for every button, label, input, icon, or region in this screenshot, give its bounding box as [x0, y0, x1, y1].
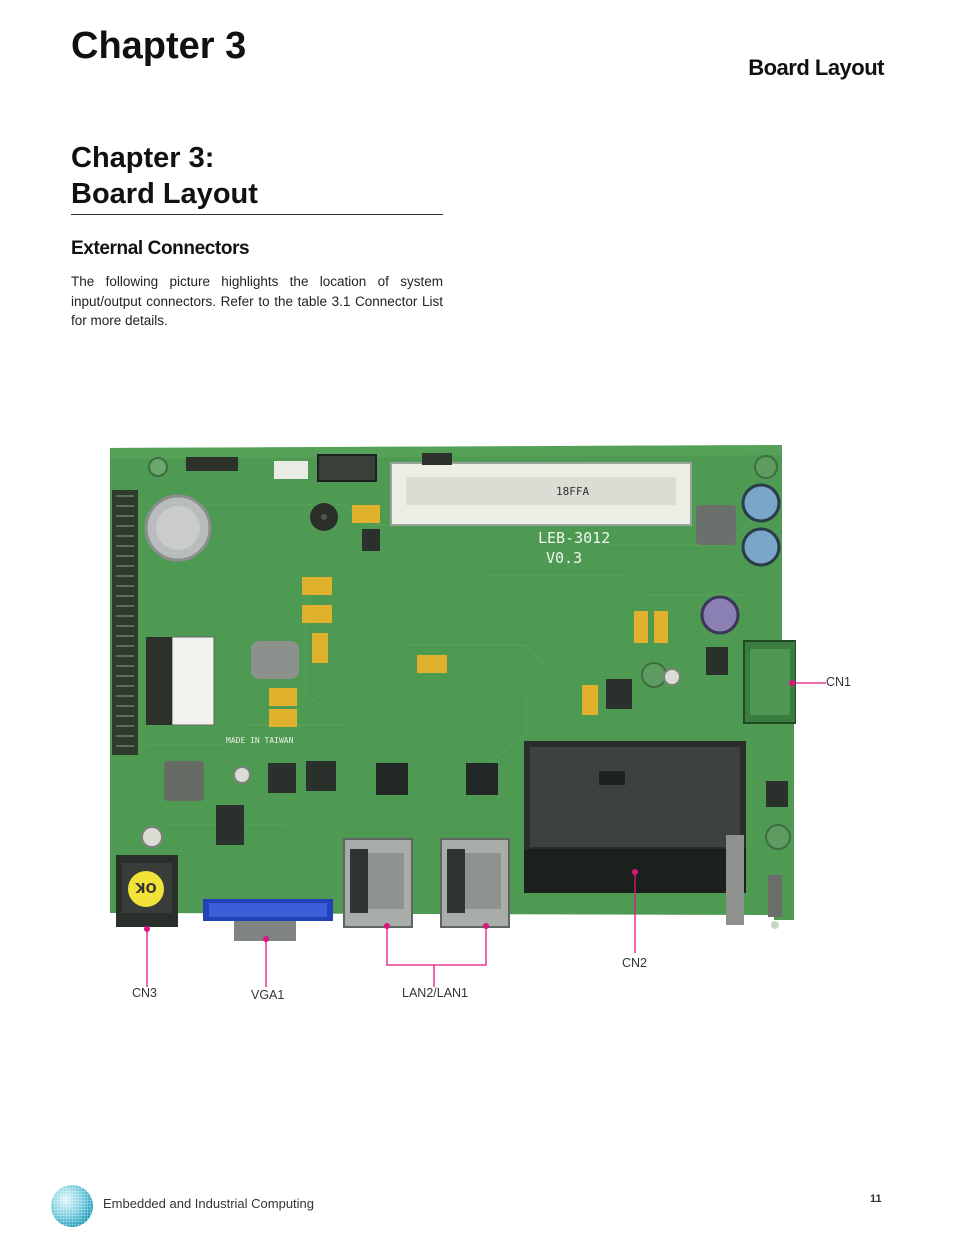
chapter-header: Chapter 3	[71, 25, 247, 67]
section-title-line1: Chapter 3:	[71, 142, 215, 174]
silkscreen-model: LEB-3012	[538, 529, 610, 547]
sata-connector	[317, 454, 377, 482]
inductor	[164, 761, 204, 801]
callout-dot-cn1	[789, 680, 795, 686]
callout-label-cn3: CN3	[132, 986, 158, 1000]
callout-dot-cn2	[632, 869, 638, 875]
board-photo: 18FFA LEB-3012 V0.3 MADE IN TAIWAN	[110, 445, 796, 941]
lan-chip	[466, 763, 498, 795]
footer-company: Embedded and Industrial Computing	[103, 1196, 315, 1211]
ok-sticker-label: OK	[135, 879, 157, 894]
company-logo-icon	[51, 1185, 93, 1227]
sticker-label	[171, 636, 215, 726]
callout-dot-vga1	[263, 936, 269, 942]
capacitor	[741, 527, 781, 567]
inductor	[251, 641, 299, 679]
inductor	[696, 505, 736, 545]
callout-dot-lan1	[483, 923, 489, 929]
section-title: Chapter 3: Board Layout	[71, 140, 443, 215]
silkscreen-made-in: MADE IN TAIWAN	[226, 736, 294, 745]
callout-label-cn1: CN1	[826, 675, 852, 689]
slot-code: 18FFA	[556, 485, 589, 498]
callout-dot-cn3	[144, 926, 150, 932]
callout-label-cn2: CN2	[622, 956, 648, 970]
intro-paragraph: The following picture highlights the loc…	[71, 274, 443, 328]
callout-dot-lan2	[384, 923, 390, 929]
edge-connector	[112, 490, 138, 755]
lan-chip	[376, 763, 408, 795]
capacitor	[741, 483, 781, 523]
page-number: 11	[870, 1193, 882, 1205]
callout-label-vga1: VGA1	[251, 988, 285, 1002]
callout-label-lan: LAN2/LAN1	[402, 986, 469, 1000]
section-title-line2: Board Layout	[71, 178, 258, 210]
silkscreen-version: V0.3	[546, 549, 582, 567]
ok-sticker	[128, 871, 164, 907]
capacitor	[700, 595, 740, 635]
running-title: Board Layout	[748, 55, 884, 80]
sub-title: External Connectors	[71, 238, 250, 259]
